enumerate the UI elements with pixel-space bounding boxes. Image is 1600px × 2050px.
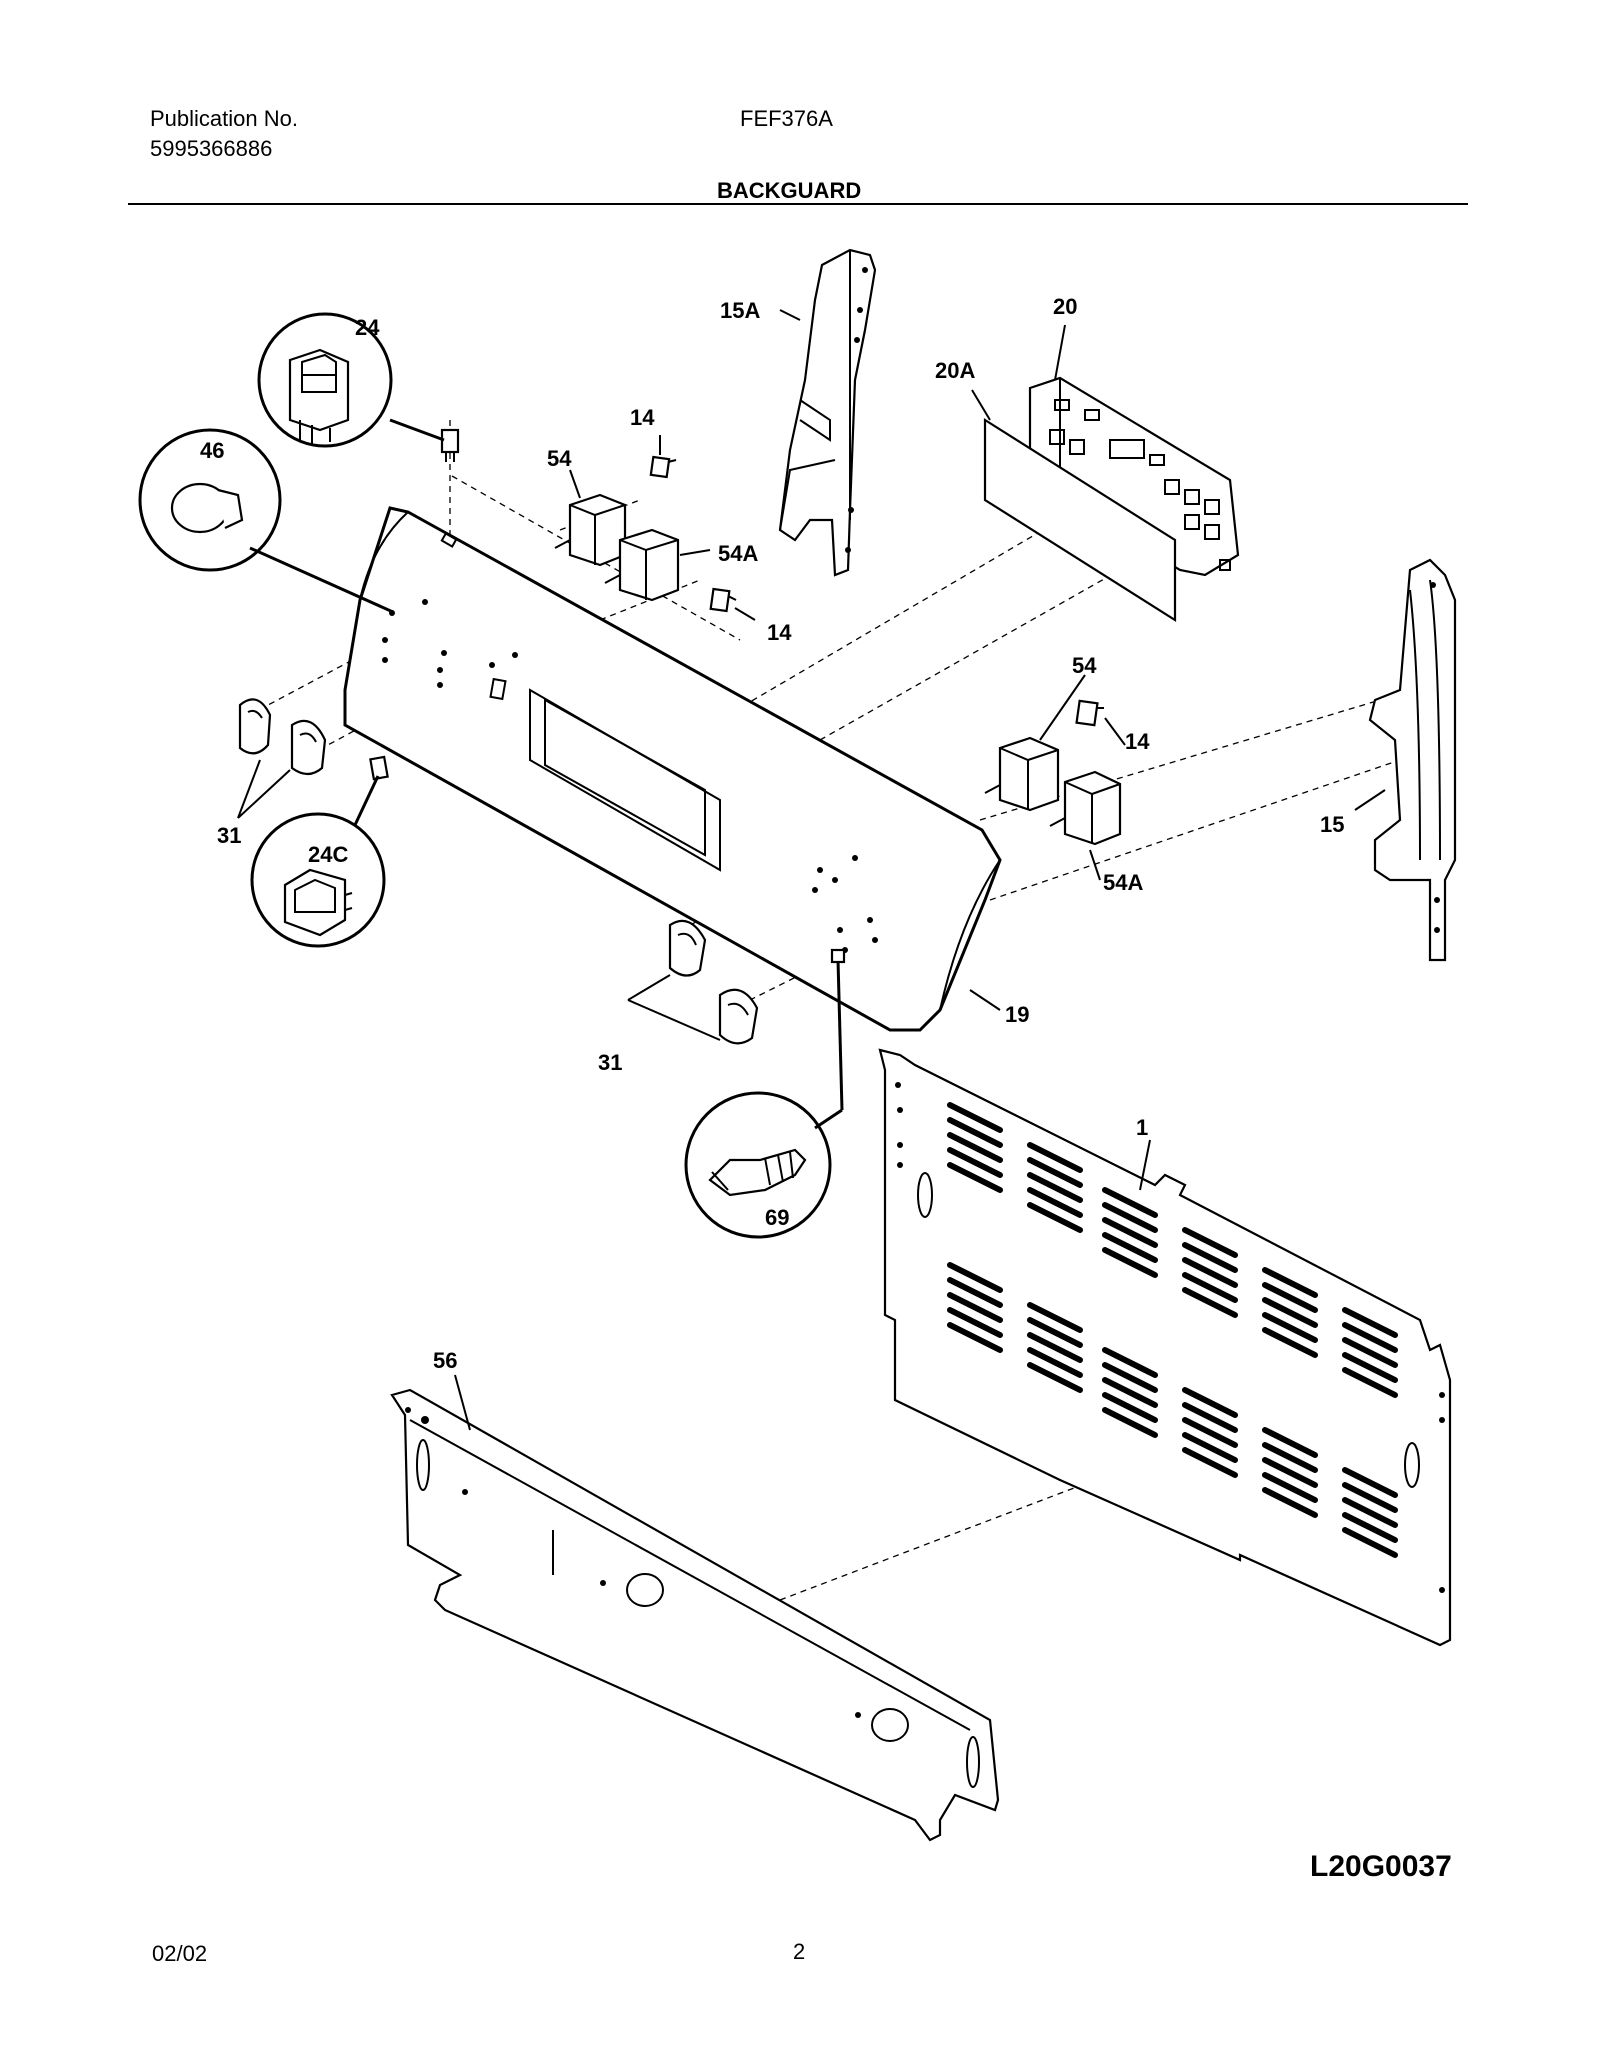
infinite-switch-54-right — [984, 736, 1060, 812]
shield-20a — [983, 418, 1177, 622]
bracket-15a — [778, 248, 877, 577]
backguard-panel — [343, 506, 1002, 1032]
model-number: FEF376A — [740, 106, 833, 131]
callout-46: 46 — [200, 438, 224, 463]
callout-20: 20 — [1053, 294, 1077, 319]
infinite-switch-54a-left — [604, 528, 680, 602]
publication-number: 5995366886 — [150, 136, 273, 161]
callout-19: 19 — [1005, 1002, 1029, 1027]
callout-20a: 20A — [935, 358, 975, 383]
callout-69: 69 — [765, 1205, 789, 1230]
switch-14-middle — [709, 587, 737, 613]
rocker-switch-24-small — [440, 428, 460, 462]
switch-14-right — [1075, 699, 1104, 727]
infinite-switch-54a-right — [1049, 770, 1122, 846]
callout-54-right: 54 — [1072, 653, 1097, 678]
detail-circle-69 — [684, 948, 846, 1239]
footer-date: 02/02 — [152, 1941, 208, 1966]
callout-54-left: 54 — [547, 446, 572, 471]
louver-block-top-row — [947, 1102, 1398, 1398]
detail-circle-46 — [138, 428, 394, 614]
callout-56: 56 — [433, 1348, 457, 1373]
drawing-code: L20G0037 — [1310, 1850, 1452, 1883]
rear-panel — [878, 1048, 1452, 1647]
detail-circle-24 — [257, 312, 445, 448]
footer-page-number: 2 — [793, 1939, 806, 1964]
callout-24: 24 — [355, 315, 380, 340]
knob-31-upper-right — [290, 719, 327, 776]
rocker-switch-24c-small — [369, 755, 389, 781]
callout-1: 1 — [1136, 1115, 1148, 1140]
callout-24c: 24C — [308, 842, 348, 867]
knob-31-upper-left — [238, 698, 272, 755]
section-title: BACKGUARD — [717, 178, 862, 203]
publication-label: Publication No. — [150, 106, 298, 131]
knob-31-lower-left — [668, 919, 707, 977]
leader-lines — [237, 309, 1386, 1431]
callout-15a: 15A — [720, 298, 760, 323]
infinite-switch-54-left — [554, 493, 627, 567]
callout-labels: 15A 20 20A 24 46 14 54 54A 14 54 14 54A … — [200, 294, 1452, 1883]
callout-54a-right: 54A — [1103, 870, 1143, 895]
callout-14-upper: 14 — [630, 405, 655, 430]
louver-block-bottom-row — [947, 1262, 1398, 1558]
callout-31-upper: 31 — [217, 823, 241, 848]
callout-31-lower: 31 — [598, 1050, 622, 1075]
knob-31-lower-right — [718, 988, 759, 1045]
header-divider — [128, 203, 1468, 205]
detail-circle-24c — [250, 775, 386, 948]
bracket-15 — [1368, 558, 1457, 962]
callout-54a-left: 54A — [718, 541, 758, 566]
lower-bracket — [390, 1388, 1000, 1842]
callout-15: 15 — [1320, 812, 1344, 837]
switch-14-upper — [649, 455, 677, 479]
callout-14-right: 14 — [1125, 729, 1150, 754]
callout-14-middle: 14 — [767, 620, 792, 645]
